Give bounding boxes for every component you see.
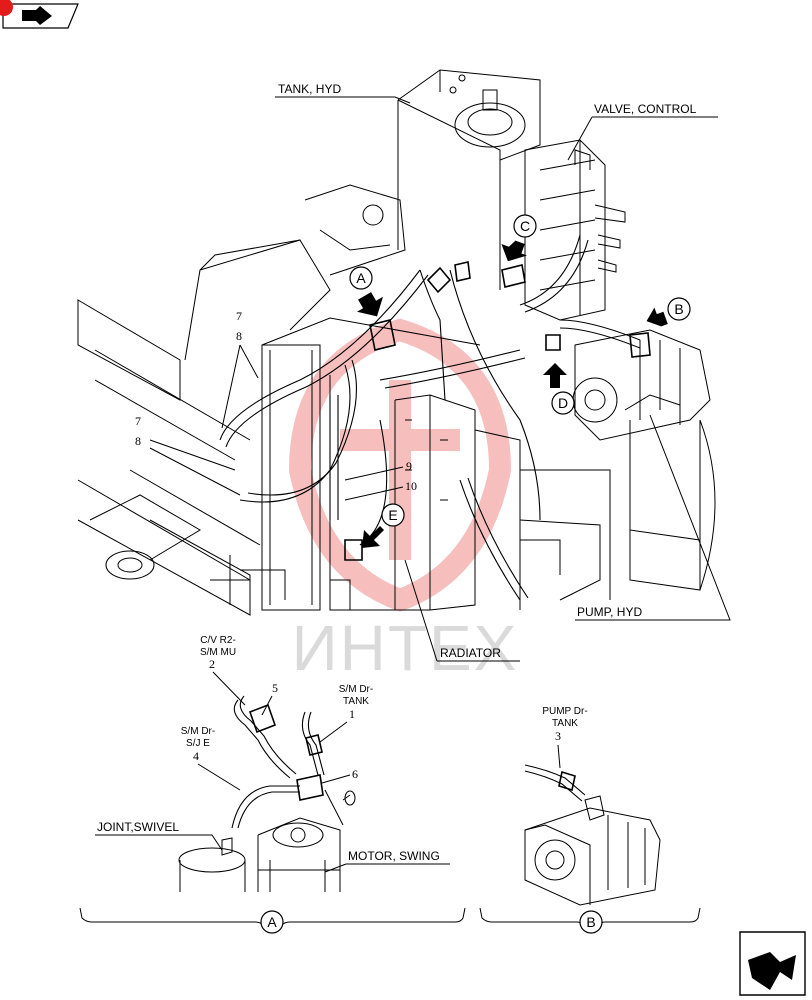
- radiator-label: RADIATOR: [440, 646, 501, 660]
- pump-dr-tank-label-line1: PUMP Dr-: [542, 706, 587, 717]
- pump-hyd-label: PUMP, HYD: [577, 605, 642, 619]
- main-item-numbers: 7 8 7 8 9 10: [135, 309, 417, 501]
- hose-lines: [219, 234, 641, 601]
- callout-a-arrow-icon: [357, 292, 383, 317]
- cv-r2-label-line1: C/V R2-: [200, 635, 236, 646]
- valve-control-label: VALVE, CONTROL: [594, 102, 697, 116]
- sm-dr-tank-label-line2: TANK: [343, 696, 369, 707]
- tank-hyd-label: TANK, HYD: [278, 82, 341, 96]
- watermark-text: ИНТЕХ: [292, 612, 519, 684]
- item-number-9: 9: [406, 459, 412, 473]
- fittings: [344, 261, 651, 561]
- page-turn-icon[interactable]: [739, 931, 806, 996]
- item-number-10: 10: [405, 479, 417, 493]
- callout-b-arrow-icon: [646, 307, 668, 327]
- section-b-letter: B: [586, 914, 595, 930]
- callout-e-letter: E: [388, 507, 397, 523]
- callout-e-arrow-icon: [362, 526, 384, 548]
- cv-r2-label-line2: S/M MU: [200, 647, 236, 658]
- item-number-8: 8: [236, 329, 242, 343]
- callout-d-letter: D: [558, 395, 568, 411]
- joint-swivel-label: JOINT,SWIVEL: [97, 820, 179, 834]
- callout-c-letter: C: [520, 218, 530, 234]
- detail-b: PUMP Dr- TANK 3 B: [479, 706, 701, 934]
- item-number-3: 3: [555, 729, 561, 743]
- callout-d[interactable]: D: [543, 363, 575, 415]
- callout-e[interactable]: E: [362, 503, 405, 548]
- item-number-7: 7: [135, 414, 141, 428]
- item-number-2: 2: [209, 657, 215, 671]
- callout-a-letter: A: [356, 270, 366, 286]
- item-number-1: 1: [349, 707, 355, 721]
- main-labels: TANK, HYD VALVE, CONTROL PUMP, HYD RADIA…: [275, 82, 731, 662]
- watermark-logo: ИНТЕХ: [288, 318, 519, 684]
- section-a-badge: [260, 910, 284, 934]
- callout-d-arrow-icon: [543, 363, 567, 388]
- motor-swing-label: MOTOR, SWING: [348, 849, 440, 863]
- section-b-badge: [579, 910, 603, 934]
- item-number-5: 5: [272, 681, 278, 695]
- pump-dr-tank-label-line2: TANK: [552, 718, 578, 729]
- sm-dr-sje-label-line1: S/M Dr-: [181, 726, 215, 737]
- item-number-4: 4: [193, 749, 199, 763]
- item-number-6: 6: [352, 767, 358, 781]
- callout-b[interactable]: B: [643, 297, 691, 330]
- detail-a: C/V R2- S/M MU 2 5 S/M Dr- TANK 1 S/M Dr…: [79, 635, 466, 934]
- section-a-letter: A: [267, 914, 277, 930]
- callout-b-letter: B: [674, 301, 683, 317]
- sm-dr-tank-label-line1: S/M Dr-: [339, 684, 373, 695]
- callout-a[interactable]: A: [349, 266, 390, 324]
- callout-c-arrow-icon: [501, 240, 528, 262]
- item-number-8: 8: [135, 434, 141, 448]
- item-number-7: 7: [236, 309, 242, 323]
- sm-dr-sje-label-line2: S/J E: [186, 738, 210, 749]
- callout-c[interactable]: C: [497, 214, 537, 267]
- page-forward-icon[interactable]: [0, 0, 79, 29]
